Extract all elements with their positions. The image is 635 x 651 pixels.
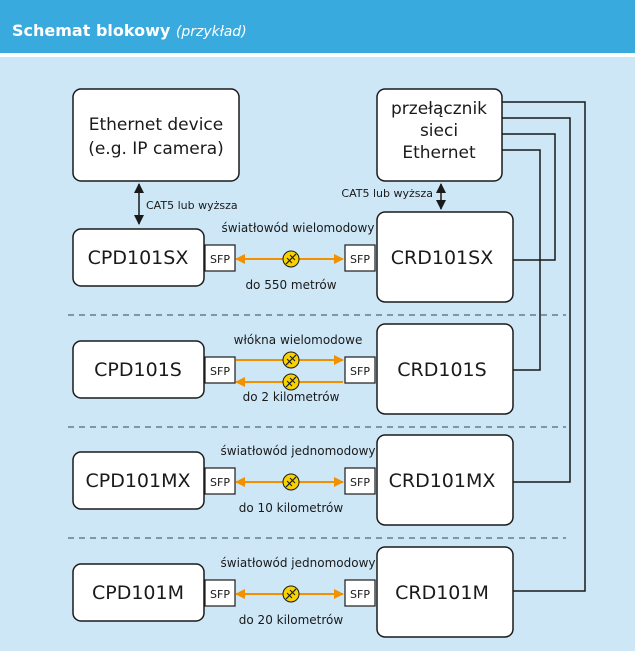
sfp-label-right: SFP [350, 476, 370, 489]
connector-pin [286, 358, 293, 365]
distance-label: do 20 kilometrów [239, 613, 344, 627]
fiber-type-label: światłowód jednomodowy [221, 556, 376, 570]
fiber-type-label: włókna wielomodowe [234, 333, 363, 347]
ethernet-switch-label: przełącznik [391, 99, 487, 119]
sfp-label-left: SFP [210, 253, 230, 266]
connector-stroke [285, 376, 297, 388]
right-device-label: CRD101SX [391, 247, 493, 269]
sfp-label-right: SFP [350, 253, 370, 266]
connector-pin [286, 480, 293, 487]
fiber-connector-icon [282, 351, 300, 369]
left-device-box [72, 451, 205, 510]
right-device-label: CRD101M [395, 582, 489, 604]
ethernet-switch-box [376, 88, 503, 182]
switch-uplink-line [502, 149, 541, 371]
right-device-box [376, 434, 514, 526]
right-device-box [376, 323, 514, 415]
sfp-label-left: SFP [210, 588, 230, 601]
distance-label: do 550 metrów [245, 278, 336, 292]
sfp-module-right [344, 244, 376, 272]
sfp-module-right [344, 579, 376, 607]
left-device-label: CPD101MX [85, 470, 190, 492]
sfp-label-left: SFP [210, 365, 230, 378]
fiber-type-label: światłowód wielomodowy [222, 221, 375, 235]
connector-stroke [285, 253, 297, 265]
ethernet-device-label: (e.g. IP camera) [88, 139, 224, 159]
left-device-box [72, 563, 205, 622]
sfp-module-left [204, 244, 236, 272]
left-device-label: CPD101SX [88, 247, 189, 269]
sfp-module-left [204, 356, 236, 384]
right-device-box [376, 211, 514, 303]
ethernet-device-box [72, 88, 240, 182]
fiber-connector-icon [282, 585, 300, 603]
connector-stroke [285, 354, 297, 366]
connector-stroke [285, 588, 297, 600]
sfp-module-left [204, 579, 236, 607]
connector-pin [286, 592, 293, 599]
fiber-connector-icon [282, 250, 300, 268]
sfp-label-right: SFP [350, 365, 370, 378]
sfp-module-right [344, 356, 376, 384]
connector-pin [289, 589, 296, 596]
connector-pin [286, 257, 293, 264]
sfp-label-right: SFP [350, 588, 370, 601]
ethernet-switch-label: Ethernet [402, 143, 476, 163]
connector-stroke [285, 476, 297, 488]
fiber-type-label: światłowód jednomodowy [221, 444, 376, 458]
switch-uplink-line [502, 101, 586, 592]
connector-pin [289, 477, 296, 484]
diagram-header: Schemat blokowy (przykład) [0, 0, 635, 53]
right-device-box [376, 546, 514, 638]
distance-label: do 2 kilometrów [243, 390, 340, 404]
left-device-label: CPD101S [94, 359, 182, 381]
header-divider [0, 53, 635, 57]
connector-pin [289, 254, 296, 261]
left-device-box [72, 228, 205, 287]
right-device-label: CRD101S [397, 359, 486, 381]
left-device-box [72, 340, 205, 399]
connector-pin [286, 380, 293, 387]
header-subtitle: (przykład) [175, 24, 247, 40]
cat5-label-right: CAT5 lub wyższa [341, 187, 433, 200]
sfp-label-left: SFP [210, 476, 230, 489]
connector-pin [289, 377, 296, 384]
sfp-module-right [344, 467, 376, 495]
fiber-connector-icon [282, 473, 300, 491]
connector-pin [289, 355, 296, 362]
fiber-connector-icon [282, 373, 300, 391]
cat5-label-left: CAT5 lub wyższa [146, 199, 238, 212]
distance-label: do 10 kilometrów [239, 501, 344, 515]
left-device-label: CPD101M [92, 582, 184, 604]
switch-uplink-line [502, 117, 571, 483]
right-device-label: CRD101MX [389, 470, 496, 492]
switch-uplink-line [502, 133, 556, 261]
ethernet-device-label: Ethernet device [89, 115, 223, 135]
header-title: Schemat blokowy (przykład) [12, 21, 247, 40]
ethernet-switch-label: sieci [420, 121, 458, 141]
